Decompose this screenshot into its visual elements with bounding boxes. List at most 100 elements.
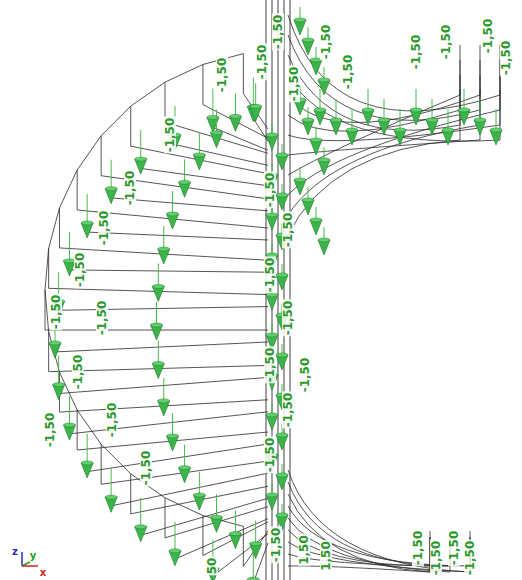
load-value: -1,50	[264, 347, 276, 384]
member-line	[77, 410, 101, 444]
load-stem	[368, 89, 369, 111]
load-value: -1,50	[272, 14, 284, 51]
load-arrow-top	[490, 128, 502, 132]
load-arrow-top	[266, 213, 278, 217]
load-arrow-top	[276, 513, 288, 517]
load-arrow-top	[193, 493, 205, 497]
load-arrow-top	[63, 423, 75, 427]
member-line	[67, 270, 268, 272]
member-line	[165, 64, 203, 82]
member-line	[243, 526, 244, 566]
load-value: 1,50	[320, 540, 332, 572]
load-stem	[400, 109, 401, 131]
load-stem	[235, 93, 236, 117]
member-line	[288, 506, 470, 566]
load-arrow-top	[294, 18, 306, 22]
members	[45, 0, 500, 580]
member-line	[131, 82, 165, 106]
load-arrow-top	[167, 212, 179, 216]
load-arrow-top	[151, 323, 163, 327]
load-arrow-top	[276, 353, 288, 357]
load-value: -1,50	[216, 57, 228, 94]
load-arrow-top	[211, 515, 223, 519]
load-value: -1,50	[164, 117, 176, 154]
load-value: -1,50	[299, 357, 311, 394]
member-line	[85, 232, 268, 240]
axis-triad	[22, 552, 38, 566]
load-value: -1,50	[44, 412, 56, 449]
load-value: -1,50	[430, 540, 442, 577]
load-arrow-top	[179, 466, 191, 470]
load-value: -1,50	[256, 44, 268, 81]
load-value: -1,50	[74, 252, 86, 289]
load-value: -1,50	[140, 450, 152, 487]
member-line	[101, 106, 131, 136]
load-value: -1,50	[282, 392, 294, 429]
load-arrow-top	[81, 461, 93, 465]
member-line	[77, 136, 101, 170]
load-stem	[140, 498, 141, 528]
load-value: -1,50	[500, 40, 512, 77]
load-stem	[336, 99, 337, 121]
member-line	[278, 0, 279, 580]
load-arrow-top	[207, 115, 219, 119]
load-stem	[69, 396, 70, 426]
load-stem	[253, 550, 254, 580]
load-value: -1,50	[320, 24, 332, 61]
member-line	[45, 290, 49, 332]
load-stem	[158, 263, 159, 287]
load-arrow-top	[135, 525, 147, 529]
load-value: -1,50	[96, 300, 108, 337]
member-line	[288, 482, 450, 566]
member-line	[288, 15, 500, 111]
load-arrow-top	[152, 362, 164, 366]
load-stem	[184, 159, 185, 183]
member-line	[130, 106, 131, 146]
member-line	[77, 410, 78, 450]
member-line	[77, 170, 78, 210]
load-value: -1,50	[264, 172, 276, 209]
load-value: -1,50	[264, 437, 276, 474]
load-stem	[212, 88, 213, 118]
load-arrow-top	[310, 138, 322, 142]
load-stem	[172, 413, 173, 437]
load-arrow-top	[302, 198, 314, 202]
load-arrow-top	[81, 221, 93, 225]
load-arrow-top	[346, 128, 358, 132]
load-arrow-top	[458, 108, 470, 112]
load-stem	[480, 99, 481, 121]
load-value: -1,50	[50, 294, 62, 331]
member-line	[139, 498, 268, 536]
load-arrow-top	[442, 128, 454, 132]
load-arrow-top	[250, 542, 262, 546]
load-arrow-top	[410, 108, 422, 112]
load-value: -1,50	[98, 210, 110, 247]
member-line	[59, 208, 60, 248]
load-arrow-top	[105, 495, 117, 499]
member-line	[211, 534, 268, 578]
load-stem	[163, 226, 164, 250]
member-line	[288, 140, 480, 155]
load-stem	[172, 191, 173, 215]
axis-label: y	[29, 551, 38, 561]
load-arrow-top	[426, 118, 438, 122]
load-stem	[352, 109, 353, 131]
member-line	[288, 530, 430, 566]
load-stem	[184, 445, 185, 469]
member-line	[101, 444, 131, 474]
load-arrow-top	[266, 333, 278, 337]
load-arrow-top	[302, 38, 314, 42]
load-stem	[87, 194, 88, 224]
load-stem	[140, 130, 141, 160]
load-value: -1,50	[342, 54, 354, 91]
member-line	[109, 473, 268, 506]
load-stem	[111, 160, 112, 190]
member-line	[288, 95, 460, 175]
load-arrow-top	[105, 187, 117, 191]
load-arrow-top	[247, 577, 259, 580]
load-stem	[158, 341, 159, 365]
load-arrow-top	[310, 218, 322, 222]
member-line	[288, 125, 480, 215]
